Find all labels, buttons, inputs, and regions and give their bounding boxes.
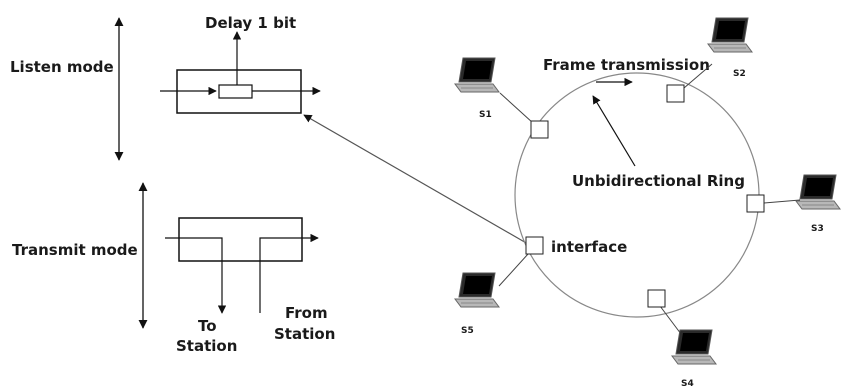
ring-label: Unbidirectional Ring bbox=[572, 172, 745, 190]
stub-s2 bbox=[683, 63, 713, 89]
laptop-icon bbox=[454, 57, 500, 93]
stub-s5 bbox=[498, 253, 529, 287]
from-station-line bbox=[259, 233, 319, 313]
interface-label: interface bbox=[551, 238, 627, 256]
stub-s1 bbox=[499, 92, 534, 124]
from-station-label-2: Station bbox=[274, 325, 335, 343]
laptop-icon bbox=[454, 272, 500, 308]
listen-mode-label: Listen mode bbox=[10, 58, 114, 76]
ring-interface-s1 bbox=[530, 120, 549, 139]
delay-register bbox=[218, 84, 253, 99]
laptop-icon bbox=[795, 174, 841, 210]
ring-interface-s2 bbox=[666, 84, 685, 103]
station-label-s1: S1 bbox=[479, 110, 492, 120]
transmit-mode-box bbox=[178, 217, 303, 262]
ring-interface-s4 bbox=[647, 289, 666, 308]
to-station-line bbox=[165, 237, 227, 314]
ring bbox=[514, 72, 760, 318]
delay-label: Delay 1 bit bbox=[205, 14, 296, 32]
ring-interface-s3 bbox=[746, 194, 765, 213]
transmit-mode-label: Transmit mode bbox=[12, 241, 138, 259]
station-label-s3: S3 bbox=[811, 224, 824, 234]
stub-s3 bbox=[763, 199, 801, 204]
laptop-icon bbox=[671, 329, 717, 365]
from-station-label-1: From bbox=[285, 304, 328, 322]
to-station-label-1: To bbox=[198, 317, 217, 335]
station-label-s2: S2 bbox=[733, 69, 746, 79]
station-label-s5: S5 bbox=[461, 326, 474, 336]
station-label-s4: S4 bbox=[681, 379, 694, 388]
interface-zoom-arrow bbox=[303, 114, 529, 245]
ring-pointer-arrow bbox=[592, 95, 636, 167]
laptop-icon bbox=[707, 17, 753, 53]
to-station-label-2: Station bbox=[176, 337, 237, 355]
ring-interface-s5 bbox=[525, 236, 544, 255]
frame-transmission-label: Frame transmission bbox=[543, 56, 710, 74]
